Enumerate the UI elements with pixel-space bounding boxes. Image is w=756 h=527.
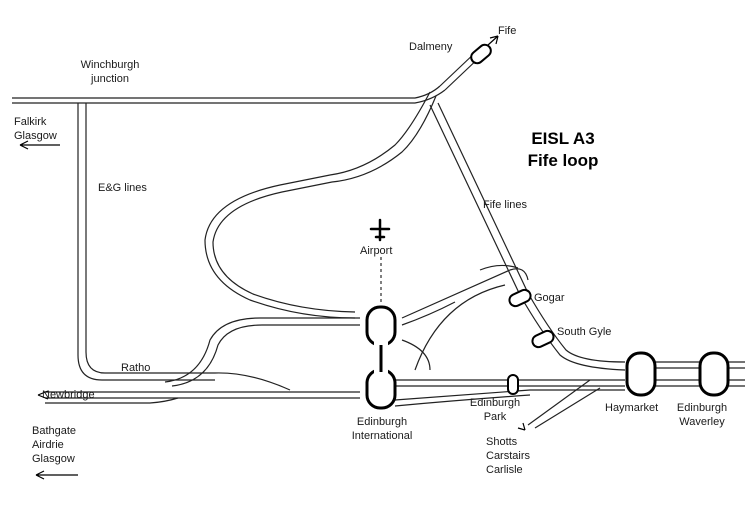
dalmeny-station (470, 43, 492, 65)
label-haymarket: Haymarket (605, 402, 659, 414)
edinburgh-international-station (365, 305, 397, 347)
newbridge-arrow (37, 390, 49, 400)
haymarket-station (625, 351, 657, 397)
south-gyle-station (531, 329, 555, 349)
eg-track (77, 103, 150, 381)
falkirk-arrow (19, 140, 60, 150)
airplane-icon (368, 218, 392, 242)
edinburgh-park-station (507, 374, 519, 395)
label-dalmeny: Dalmeny (409, 41, 453, 53)
label-south-gyle: South Gyle (557, 326, 612, 338)
winchburgh-track (12, 85, 441, 99)
label-newbridge: Newbridge (42, 389, 95, 401)
label-eg-lines: E&G lines (98, 182, 147, 194)
label-edinburgh-waverley: Edinburgh Waverley (676, 402, 728, 428)
label-edinburgh-international: Edinburgh International (351, 416, 413, 442)
fife-lines-track (429, 104, 521, 296)
label-ratho: Ratho (121, 362, 151, 374)
bathgate-arrow (35, 470, 78, 480)
label-airport: Airport (360, 245, 393, 257)
diagram-title: EISL A3 Fife loop (520, 128, 606, 172)
title-line-2: Fife loop (527, 151, 599, 170)
label-winchburgh: Winchburgh junction (80, 59, 140, 85)
fife-arrow (487, 35, 499, 46)
label-gogar: Gogar (534, 292, 565, 304)
title-line-1: EISL A3 (531, 129, 595, 148)
shotts-track (527, 379, 591, 426)
label-falkirk-glasgow: Falkirk Glasgow (14, 116, 57, 142)
gogar-station (508, 288, 532, 308)
label-shotts-carstairs-carlisle: Shotts Carstairs Carlisle (486, 436, 531, 476)
fife-loop-track (204, 91, 431, 319)
label-edinburgh-park: Edinburgh Park (469, 397, 521, 423)
waverley-station (698, 351, 730, 397)
label-fife: Fife (498, 25, 517, 37)
bathgate-track (45, 397, 179, 404)
label-fife-lines: Fife lines (483, 199, 528, 211)
label-bathgate-airdrie-glasgow: Bathgate Airdrie Glasgow (32, 425, 77, 465)
